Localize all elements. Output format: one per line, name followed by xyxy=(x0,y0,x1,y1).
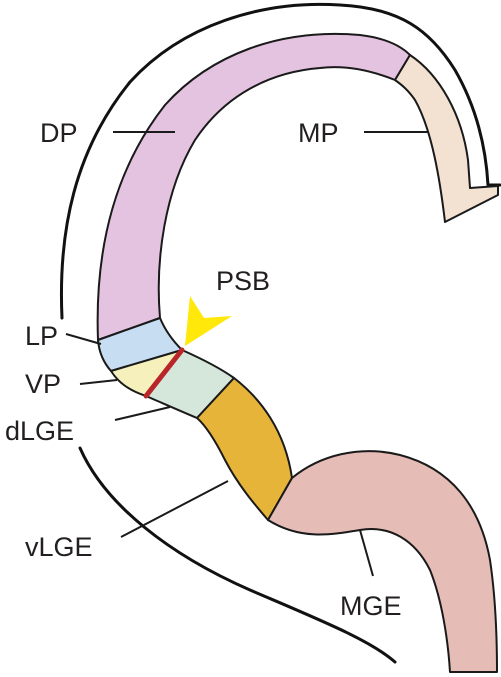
leader-vp xyxy=(80,380,117,384)
leader-mge xyxy=(360,530,373,576)
leader-lp xyxy=(66,334,101,344)
label-dp: DP xyxy=(40,118,78,148)
label-mge: MGE xyxy=(340,591,402,621)
label-lp: LP xyxy=(25,321,58,351)
label-psb: PSB xyxy=(216,266,270,296)
label-mp: MP xyxy=(298,118,339,148)
label-dlge: dLGE xyxy=(5,416,74,446)
leader-vlge xyxy=(121,481,228,537)
leader-dlge xyxy=(115,407,170,420)
label-vp: VP xyxy=(25,369,61,399)
region-mge xyxy=(268,451,497,672)
psb-arrowhead xyxy=(185,296,232,346)
label-vlge: vLGE xyxy=(25,532,93,562)
